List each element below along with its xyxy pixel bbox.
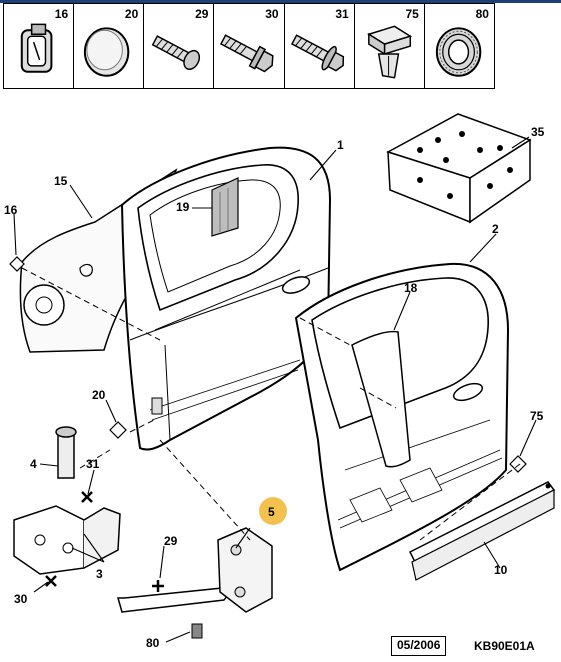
clip-20 bbox=[109, 421, 127, 439]
callout-16: 16 bbox=[4, 203, 18, 217]
part-cell-20[interactable]: 20 bbox=[74, 4, 145, 88]
callout-20: 20 bbox=[92, 388, 106, 402]
front-window-inner bbox=[149, 179, 281, 293]
part-number: 29 bbox=[195, 7, 209, 21]
hinge-pin bbox=[57, 431, 75, 479]
callout-80: 80 bbox=[146, 636, 160, 650]
speaker-cutout bbox=[23, 284, 65, 326]
callout-2: 2 bbox=[492, 222, 499, 236]
hex-bolt-icon bbox=[220, 34, 274, 73]
part-cell-29[interactable]: 29 bbox=[144, 4, 215, 88]
flange-bolt-icon bbox=[290, 34, 344, 72]
bolt-80 bbox=[191, 623, 203, 639]
assembly-lines bbox=[21, 267, 521, 541]
revision-date: 05/2006 bbox=[391, 636, 447, 656]
callout-29: 29 bbox=[164, 534, 178, 548]
front-door-handle bbox=[281, 276, 311, 294]
callout-5: 5 bbox=[268, 505, 275, 519]
grommet-clip-icon bbox=[20, 23, 53, 73]
seal-strip bbox=[211, 177, 239, 237]
part-number: 80 bbox=[475, 7, 489, 21]
callout-18: 18 bbox=[404, 281, 418, 295]
callout-3: 3 bbox=[96, 567, 103, 581]
push-clip-icon bbox=[366, 25, 412, 79]
door-hinge bbox=[13, 505, 85, 575]
callout-75: 75 bbox=[530, 409, 544, 423]
part-cell-30[interactable]: 30 bbox=[214, 4, 285, 88]
part-cell-75[interactable]: 75 bbox=[355, 4, 425, 88]
callout-15: 15 bbox=[54, 174, 68, 188]
part-number: 31 bbox=[335, 7, 349, 21]
clip-16 bbox=[9, 256, 25, 272]
ring-seal-icon bbox=[435, 27, 482, 77]
parts-strip: 16 20 29 30 bbox=[3, 3, 495, 89]
rear-door-handle bbox=[452, 382, 484, 402]
part-number: 20 bbox=[124, 7, 139, 21]
callout-1: 1 bbox=[337, 138, 344, 152]
hinge-mount bbox=[151, 397, 163, 415]
callout-4: 4 bbox=[30, 457, 37, 471]
round-plug-icon bbox=[84, 27, 130, 77]
diagram-code: KB90E01A bbox=[474, 639, 535, 653]
part-cell-80[interactable]: 80 bbox=[425, 4, 494, 88]
callout-5-highlight bbox=[259, 497, 287, 525]
screw-icon bbox=[151, 35, 201, 71]
callout-10: 10 bbox=[494, 563, 508, 577]
rear-window-frame bbox=[311, 277, 489, 430]
part-number: 75 bbox=[405, 7, 419, 21]
part-cell-31[interactable]: 31 bbox=[285, 4, 355, 88]
callout-35: 35 bbox=[531, 125, 545, 139]
speaker-center bbox=[35, 296, 53, 314]
handle-cutout bbox=[79, 263, 93, 277]
top-border bbox=[0, 0, 561, 3]
part-number: 30 bbox=[265, 7, 279, 21]
callout-30: 30 bbox=[14, 592, 28, 606]
leader-lines bbox=[13, 136, 537, 643]
part-cell-16[interactable]: 16 bbox=[4, 4, 75, 88]
front-window-frame bbox=[137, 164, 299, 312]
callout-19: 19 bbox=[176, 200, 190, 214]
part-number: 16 bbox=[54, 7, 69, 21]
clip-75 bbox=[509, 455, 527, 473]
callout-31: 31 bbox=[86, 457, 100, 471]
